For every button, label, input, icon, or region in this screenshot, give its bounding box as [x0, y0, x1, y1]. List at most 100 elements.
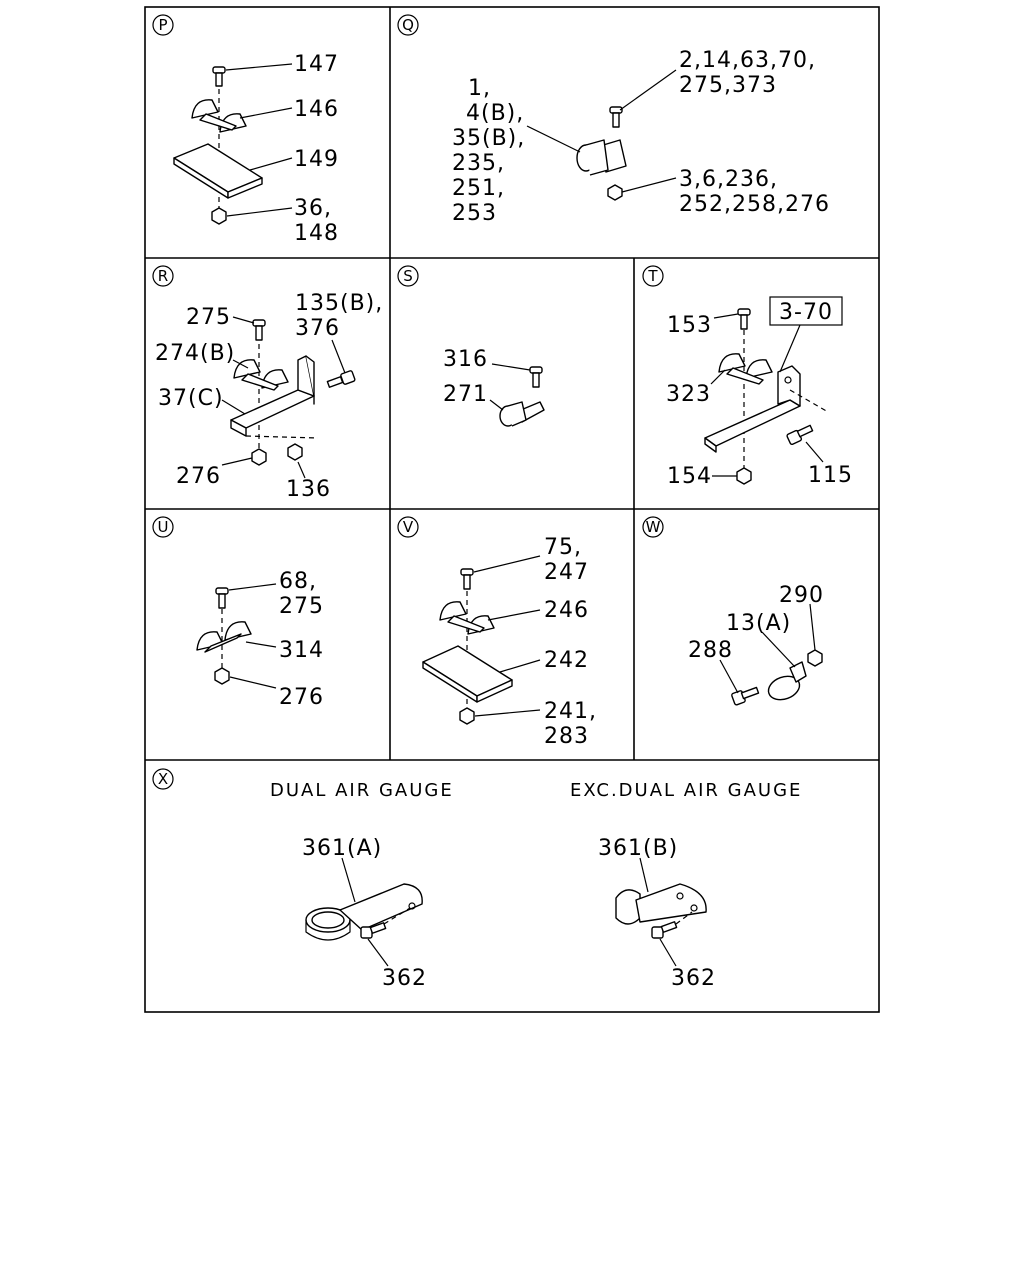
leader-line — [710, 369, 726, 385]
leader-line — [229, 676, 277, 689]
assembly-axis — [245, 435, 319, 439]
panel-x: X DUAL AIR GAUGE EXC.DUAL AIR GAUGE 361(… — [152, 768, 802, 991]
part-number-label: 235, — [452, 151, 505, 176]
part-number-label: 323 — [666, 382, 711, 407]
panel-letter-t-text: T — [647, 267, 658, 285]
nut-part — [807, 649, 823, 667]
leader-line — [639, 857, 649, 893]
bolt-part — [460, 568, 474, 590]
clip-part — [718, 353, 773, 385]
panel-r: R — [152, 265, 382, 502]
nut-part — [211, 207, 227, 225]
leader-line — [331, 339, 346, 374]
part-number-label: 362 — [671, 966, 716, 991]
part-number-label: 247 — [544, 560, 589, 585]
nut-part — [251, 448, 267, 466]
part-number-label: 36, — [294, 196, 332, 221]
reference-box-label: 3-70 — [779, 300, 833, 325]
panel-u: U 68, 275 314 276 — [152, 516, 324, 710]
bolt-part — [731, 686, 760, 706]
panel-letter-u: U — [152, 516, 174, 538]
part-number-label: 275 — [186, 305, 231, 330]
nut-part — [287, 443, 303, 461]
part-number-label: 147 — [294, 52, 339, 77]
part-number-label: 275,373 — [679, 73, 777, 98]
panel-letter-w-text: W — [646, 518, 661, 536]
bolt-part — [326, 370, 356, 388]
panel-v: V 75, 247 246 242 241, 283 — [397, 516, 597, 749]
part-number-label: 271 — [443, 382, 488, 407]
part-number-label: 290 — [779, 583, 824, 608]
clip-part — [191, 99, 247, 133]
nut-part — [736, 467, 752, 485]
part-number-label: 136 — [286, 477, 331, 502]
bolt-part — [360, 922, 387, 939]
part-number-label: 154 — [667, 464, 712, 489]
part-number-label: 314 — [279, 638, 324, 663]
panel-s: S 316 271 — [397, 265, 545, 427]
part-number-label: 246 — [544, 598, 589, 623]
part-number-label: 242 — [544, 648, 589, 673]
panel-q: Q 1, 4(B), 35(B), 235, 251, 253 2,14,63,… — [397, 14, 829, 226]
leader-line — [499, 659, 541, 673]
nut-part — [459, 707, 475, 725]
clamp-part — [576, 139, 627, 176]
leader-line — [489, 399, 504, 411]
leader-line — [221, 399, 246, 415]
part-number-label: 1, — [468, 76, 491, 101]
leader-line — [621, 177, 677, 193]
clamp-part — [767, 661, 807, 701]
nut-part — [214, 667, 230, 685]
nut-part — [607, 184, 623, 201]
assembly-axis — [789, 389, 829, 413]
panel-w: W 290 13(A) 288 — [642, 516, 824, 706]
leader-line — [779, 324, 801, 373]
leader-line — [713, 313, 739, 319]
panel-letter-p-text: P — [158, 16, 167, 34]
panel-letter-x: X — [152, 768, 174, 790]
panel-letter-q-text: Q — [402, 16, 414, 34]
panel-letter-r: R — [152, 265, 174, 287]
panel-letter-w: W — [642, 516, 664, 538]
variant-caption-exc-dual: EXC.DUAL AIR GAUGE — [570, 780, 802, 801]
part-number-label: 2,14,63,70, — [679, 48, 816, 73]
part-number-label: 241, — [544, 699, 597, 724]
leader-line — [221, 457, 253, 466]
bolt-part — [215, 587, 229, 609]
part-number-label: 68, — [279, 569, 317, 594]
leader-line — [232, 359, 249, 369]
part-number-label: 35(B), — [452, 126, 525, 151]
panel-letter-v-text: V — [403, 518, 414, 536]
panel-p: P 147 146 149 36, 148 — [152, 14, 339, 246]
panel-letter-x-text: X — [158, 770, 168, 788]
part-number-label: 13(A) — [726, 611, 791, 636]
bolt-part — [651, 921, 678, 939]
part-number-label: 275 — [279, 594, 324, 619]
leader-line — [659, 938, 677, 967]
part-number-label: 148 — [294, 221, 339, 246]
leader-line — [809, 603, 816, 651]
clamp-part — [499, 401, 545, 427]
leader-line — [487, 609, 541, 621]
leader-line — [719, 659, 739, 694]
leader-line — [491, 363, 531, 371]
part-number-label: 376 — [295, 316, 340, 341]
part-number-label: 276 — [279, 685, 324, 710]
part-number-label: 115 — [808, 463, 853, 488]
bolt-part — [529, 366, 543, 388]
part-number-label: 37(C) — [158, 386, 224, 411]
part-number-label: 276 — [176, 464, 221, 489]
clip-part — [439, 601, 495, 635]
bracket-part-361b — [615, 883, 707, 925]
panel-letter-v: V — [397, 516, 419, 538]
variant-caption-dual: DUAL AIR GAUGE — [270, 780, 454, 801]
leader-line — [761, 631, 796, 668]
part-number-label: 316 — [443, 347, 488, 372]
part-number-label: 288 — [688, 638, 733, 663]
panel-letter-r-text: R — [158, 267, 168, 285]
panel-letter-s: S — [397, 265, 419, 287]
panel-letter-t: T — [642, 265, 664, 287]
part-number-label: 149 — [294, 147, 339, 172]
